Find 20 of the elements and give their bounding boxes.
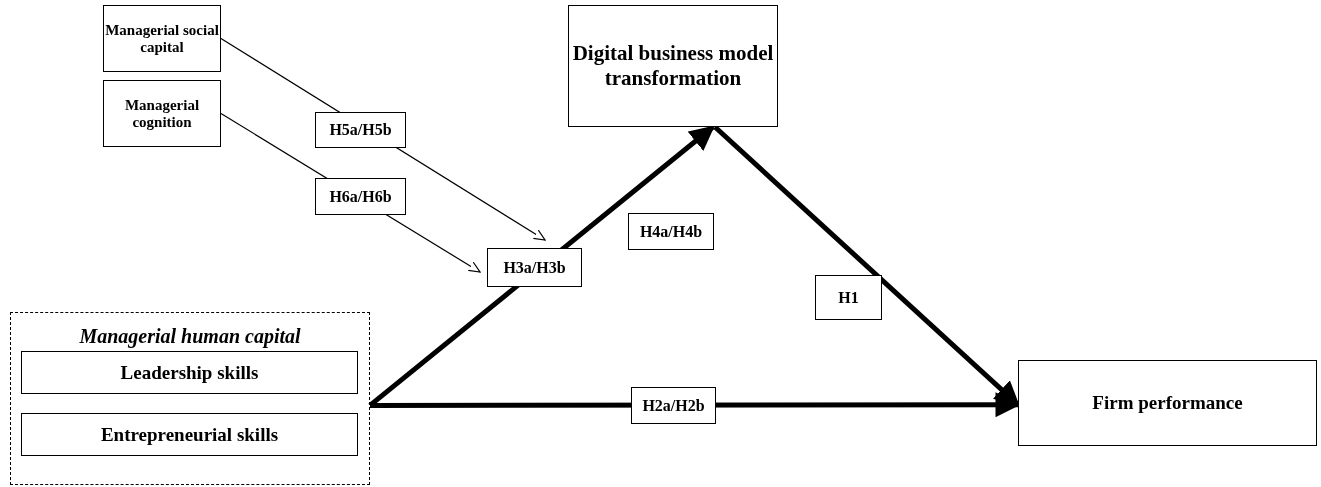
- concept-box: [103, 80, 221, 147]
- concept-box: [568, 5, 778, 127]
- edge-label: H3a/H3b: [487, 248, 582, 287]
- node-text: Firm performance: [1092, 392, 1243, 414]
- edge-label: H1: [815, 275, 882, 320]
- concept-box: [103, 5, 221, 72]
- concept-box: [1018, 360, 1317, 446]
- node-text: Managerial social capital: [104, 21, 220, 56]
- concept-box: [21, 351, 358, 394]
- edge-label: H2a/H2b: [631, 387, 716, 424]
- group-title: Managerial human capital: [78, 325, 302, 348]
- group-box: [10, 312, 370, 485]
- hypothesis-label: H4a/H4b: [628, 213, 714, 250]
- edge-label: H6a/H6b: [315, 178, 406, 215]
- edge-label: H5a/H5b: [315, 112, 406, 148]
- node-text: Entrepreneurial skills: [100, 423, 279, 446]
- node-text: Managerial cognition: [123, 96, 201, 131]
- node-text: Leadership skills: [120, 361, 259, 384]
- concept-box: [21, 413, 358, 456]
- node-text: Digital business model transformation: [571, 41, 775, 91]
